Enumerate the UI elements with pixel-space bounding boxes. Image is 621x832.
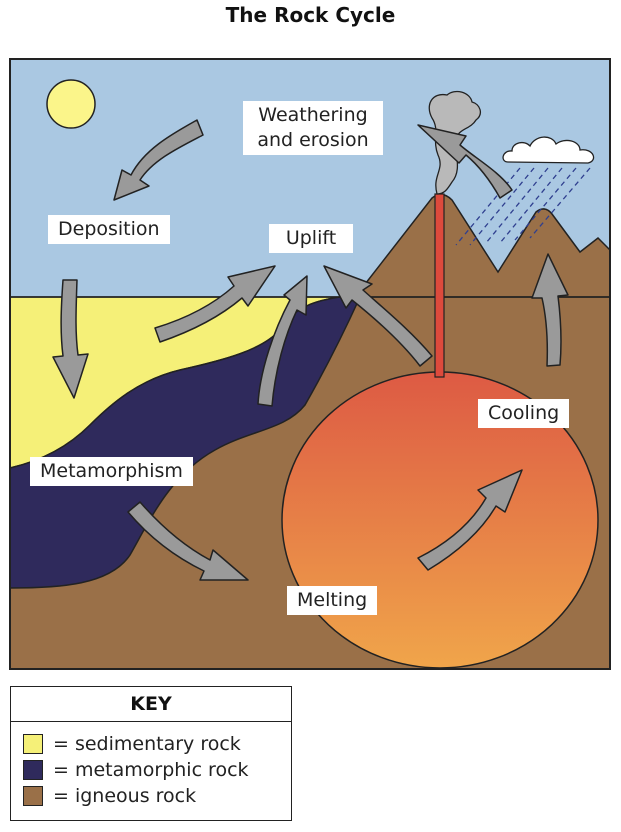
label-weathering-and-erosion: Weathering and erosion: [243, 101, 383, 155]
arrow-metamorphic-to-uplift: [257, 275, 308, 407]
arrow-metamorphism-to-melting: [127, 501, 249, 581]
label-weathering-line2: and erosion: [257, 129, 369, 151]
arrow-magma-to-cooling: [417, 469, 523, 571]
arrow-magma-to-uplift: [323, 265, 433, 367]
igneous-swatch: [23, 786, 43, 806]
sun-icon: [46, 79, 96, 129]
key-item-metamorphic: = metamorphic rock: [23, 757, 249, 783]
sedimentary-swatch: [23, 734, 43, 754]
key-item-sedimentary: = sedimentary rock: [23, 731, 241, 757]
cloud-icon: [502, 136, 595, 164]
diagram-frame: [9, 58, 611, 670]
key-title: KEY: [11, 687, 291, 722]
key-label-metamorphic: = metamorphic rock: [53, 759, 249, 781]
label-deposition: Deposition: [48, 215, 170, 244]
label-cooling: Cooling: [478, 399, 570, 428]
arrow-volcano-to-weathering: [417, 124, 513, 199]
key-label-igneous: = igneous rock: [53, 785, 197, 807]
label-metamorphism: Metamorphism: [30, 457, 193, 486]
arrow-deposition-down: [52, 279, 89, 399]
rain: [455, 167, 591, 246]
key-item-igneous: = igneous rock: [23, 783, 196, 809]
magma-conduit: [434, 193, 445, 378]
key-legend: KEY = sedimentary rock = metamorphic roc…: [10, 686, 292, 821]
arrow-weathering-to-deposition: [113, 119, 204, 201]
label-melting: Melting: [287, 586, 378, 615]
label-uplift: Uplift: [269, 224, 353, 253]
arrow-cooling-up: [531, 253, 569, 367]
page-title: The Rock Cycle: [225, 3, 396, 27]
label-weathering-line1: Weathering: [258, 104, 368, 126]
key-label-sedimentary: = sedimentary rock: [53, 733, 241, 755]
metamorphic-swatch: [23, 760, 43, 780]
arrow-sedimentary-to-uplift: [154, 265, 276, 343]
